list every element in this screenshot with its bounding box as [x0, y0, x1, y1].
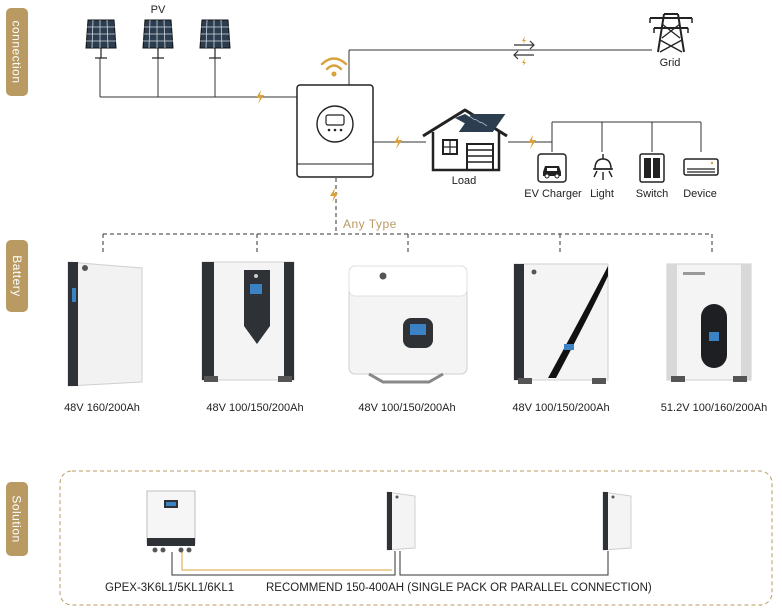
battery-label-4: 48V 100/150/200Ah [512, 402, 610, 414]
recommendation-label: RECOMMEND 150-400AH (SINGLE PACK OR PARA… [266, 582, 652, 594]
battery-unit-1 [67, 261, 143, 387]
pv-label: PV [150, 4, 166, 16]
solution-inverter-icon [146, 490, 196, 553]
switch-icon [639, 153, 665, 183]
lightning-icon [528, 135, 536, 149]
any-type-label: Any Type [343, 217, 397, 231]
solution-battery-icon [602, 491, 632, 551]
battery-label-2: 48V 100/150/200Ah [206, 402, 304, 414]
device-label-ev-charger: EV Charger [524, 188, 582, 200]
battery-label-1: 48V 160/200Ah [64, 402, 140, 414]
grid-label: Grid [659, 57, 681, 69]
solution-battery-icon [386, 491, 416, 551]
battery-unit-4 [513, 263, 609, 384]
light-icon [593, 154, 613, 180]
house-icon [422, 108, 508, 172]
load-label: Load [451, 175, 477, 187]
ev-charger-icon [537, 153, 567, 183]
solar-panel-icon [85, 19, 117, 59]
battery-unit-5 [666, 263, 752, 382]
lightning-icon [394, 135, 402, 149]
device-label-device: Device [683, 188, 717, 200]
bidirectional-arrow-icon [513, 36, 535, 66]
battery-label-5: 51.2V 100/160/200Ah [660, 402, 768, 414]
grid-tower-icon [649, 13, 693, 53]
section-label-connection: connection [6, 8, 28, 96]
solar-panel-icon [199, 19, 231, 59]
solar-panel-icon [142, 19, 174, 59]
battery-label-3: 48V 100/150/200Ah [358, 402, 456, 414]
lightning-icon [256, 90, 264, 104]
section-label-solution: Solution [6, 482, 28, 556]
lightning-icon [330, 188, 338, 202]
device-label-light: Light [590, 188, 614, 200]
section-label-battery: Battery [6, 240, 28, 312]
wifi-icon [320, 57, 348, 77]
inverter-icon [296, 84, 374, 178]
device-label-switch: Switch [635, 188, 669, 200]
battery-unit-2 [201, 261, 295, 382]
battery-unit-3 [348, 265, 468, 384]
inverter-model-label: GPEX-3K6L1/5KL1/6KL1 [105, 582, 235, 594]
device-icon [683, 158, 719, 176]
